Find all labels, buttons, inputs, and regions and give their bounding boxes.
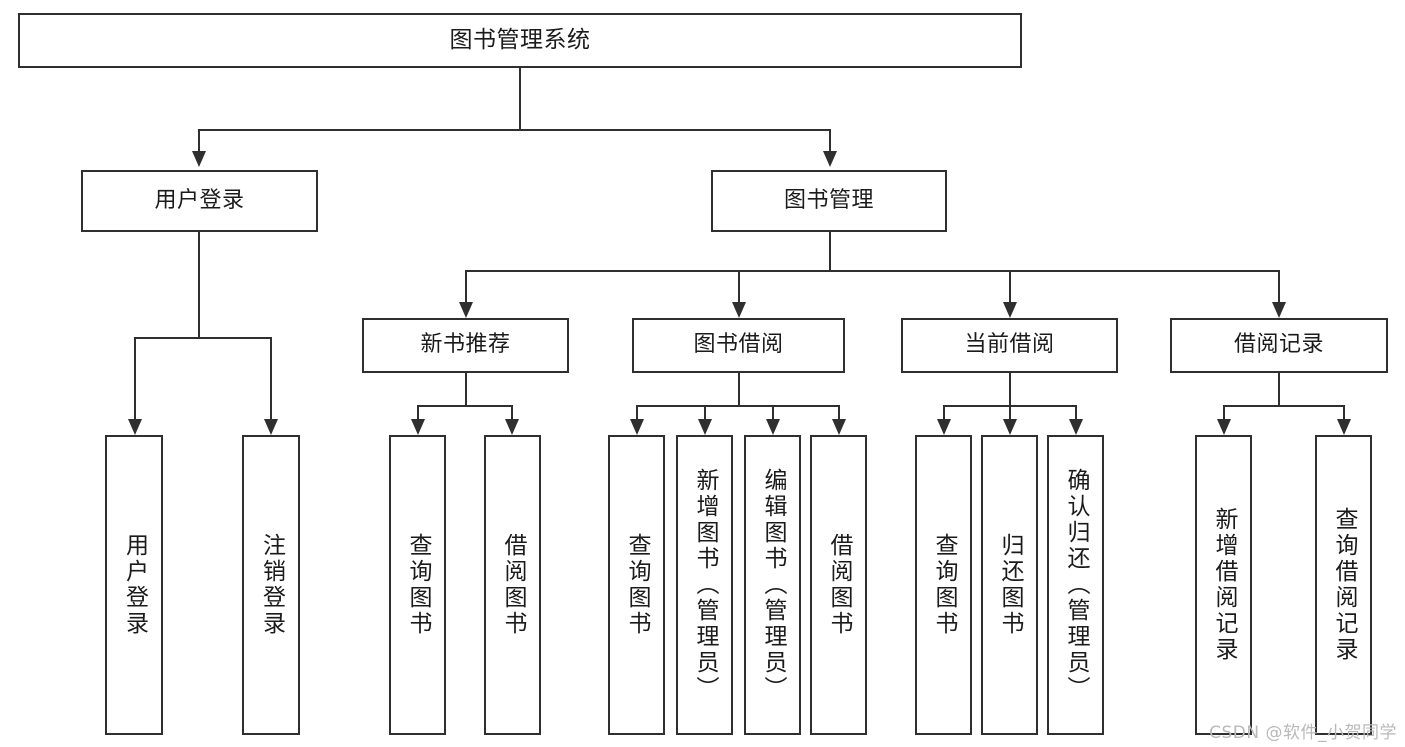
connector-root-stem [519,68,521,130]
arrow-to-user-login-leaf-2 [264,419,278,435]
leaf-label: 新增图书（管理员） [692,468,718,702]
connector-user-login-stem [198,232,200,338]
connector-current-borrow-stem [1009,373,1011,406]
arrow-to-new-book-recommend [459,302,473,318]
leaf-query-borrow-record[interactable]: 查询借阅记录 [1315,435,1372,735]
connector-level3-bus [465,270,1279,272]
leaf-label: 查询图书 [405,533,431,637]
leaf-label: 确认归还（管理员） [1063,468,1089,702]
leaf-label: 归还图书 [997,533,1023,637]
arrow-to-book-borrow-leaf-2 [698,419,712,435]
node-label: 图书管理系统 [449,26,591,53]
leaf-query-book-recommend[interactable]: 查询图书 [389,435,446,735]
connector-book-management-stem [829,232,831,271]
leaf-return-book[interactable]: 归还图书 [981,435,1038,735]
connector-level3-drop-4 [1278,270,1280,302]
node-label: 借阅记录 [1233,332,1324,358]
connector-current-borrow-drop-3 [1075,405,1077,419]
leaf-label: 编辑图书（管理员） [760,468,786,702]
connector-user-login-bus [134,337,272,339]
leaf-label: 查询借阅记录 [1331,507,1357,663]
leaf-label: 借阅图书 [500,533,526,637]
leaf-label: 查询图书 [931,533,957,637]
arrow-to-current-borrow-leaf-1 [937,419,951,435]
arrow-to-book-management [823,151,837,167]
connector-book-borrow-bus [636,405,840,407]
arrow-to-new-book-leaf-2 [505,419,519,435]
connector-book-borrow-drop-4 [838,405,840,419]
connector-level3-drop-2 [738,270,740,302]
leaf-label: 查询图书 [624,533,650,637]
arrow-to-borrow-record [1272,302,1286,318]
arrow-to-book-borrow [732,302,746,318]
leaf-label: 用户登录 [121,533,148,637]
arrow-to-book-borrow-leaf-3 [766,419,780,435]
node-book-borrow[interactable]: 图书借阅 [632,318,845,373]
node-new-book-recommend[interactable]: 新书推荐 [362,318,569,373]
node-user-login[interactable]: 用户登录 [81,170,318,232]
connector-user-login-drop-2 [270,337,272,419]
connector-current-borrow-drop-2 [1009,405,1011,419]
connector-new-book-bus [417,405,513,407]
node-current-borrow[interactable]: 当前借阅 [901,318,1118,373]
connector-user-login-drop-1 [134,337,136,419]
leaf-add-borrow-record[interactable]: 新增借阅记录 [1195,435,1252,735]
connector-book-borrow-stem [738,373,740,406]
connector-level2-drop-right [829,129,831,151]
connector-new-book-stem [465,373,467,406]
arrow-to-current-borrow-leaf-3 [1069,419,1083,435]
leaf-label: 新增借阅记录 [1211,507,1237,663]
leaf-logout[interactable]: 注销登录 [242,435,300,735]
node-label: 新书推荐 [420,332,511,358]
connector-level2-bus [198,129,830,131]
connector-new-book-drop-1 [417,405,419,419]
leaf-borrow-book[interactable]: 借阅图书 [810,435,867,735]
arrow-to-book-borrow-leaf-4 [832,419,846,435]
leaf-label: 借阅图书 [826,533,852,637]
node-label: 用户登录 [154,187,245,213]
connector-level3-drop-1 [465,270,467,302]
arrow-to-current-borrow-leaf-2 [1003,419,1017,435]
connector-borrow-record-drop-1 [1223,405,1225,419]
leaf-borrow-book-recommend[interactable]: 借阅图书 [484,435,541,735]
leaf-edit-book-admin[interactable]: 编辑图书（管理员） [744,435,801,735]
arrow-to-user-login-leaf-1 [128,419,142,435]
connector-book-borrow-drop-2 [704,405,706,419]
connector-book-borrow-drop-1 [636,405,638,419]
connector-borrow-record-drop-2 [1343,405,1345,419]
leaf-user-login[interactable]: 用户登录 [105,435,163,735]
node-label: 图书管理 [783,187,874,213]
arrow-to-borrow-record-leaf-1 [1217,419,1231,435]
leaf-confirm-return-admin[interactable]: 确认归还（管理员） [1047,435,1104,735]
connector-current-borrow-drop-1 [943,405,945,419]
node-label: 当前借阅 [964,332,1055,358]
connector-level2-drop-left [198,129,200,151]
arrow-to-book-borrow-leaf-1 [630,419,644,435]
arrow-to-user-login [192,151,206,167]
leaf-query-book-current[interactable]: 查询图书 [915,435,972,735]
connector-book-borrow-drop-3 [772,405,774,419]
connector-new-book-drop-2 [511,405,513,419]
node-book-management[interactable]: 图书管理 [711,170,947,232]
node-label: 图书借阅 [693,332,784,358]
arrow-to-new-book-leaf-1 [411,419,425,435]
connector-borrow-record-stem [1278,373,1280,406]
leaf-add-book-admin[interactable]: 新增图书（管理员） [676,435,733,735]
connector-level3-drop-3 [1009,270,1011,302]
connector-borrow-record-bus [1223,405,1345,407]
watermark: CSDN @软件_小贺同学 [1209,723,1397,743]
arrow-to-borrow-record-leaf-2 [1337,419,1351,435]
node-borrow-record[interactable]: 借阅记录 [1170,318,1388,373]
leaf-label: 注销登录 [258,533,285,637]
node-root-book-management-system[interactable]: 图书管理系统 [18,13,1022,68]
arrow-to-current-borrow [1003,302,1017,318]
leaf-query-book[interactable]: 查询图书 [608,435,665,735]
